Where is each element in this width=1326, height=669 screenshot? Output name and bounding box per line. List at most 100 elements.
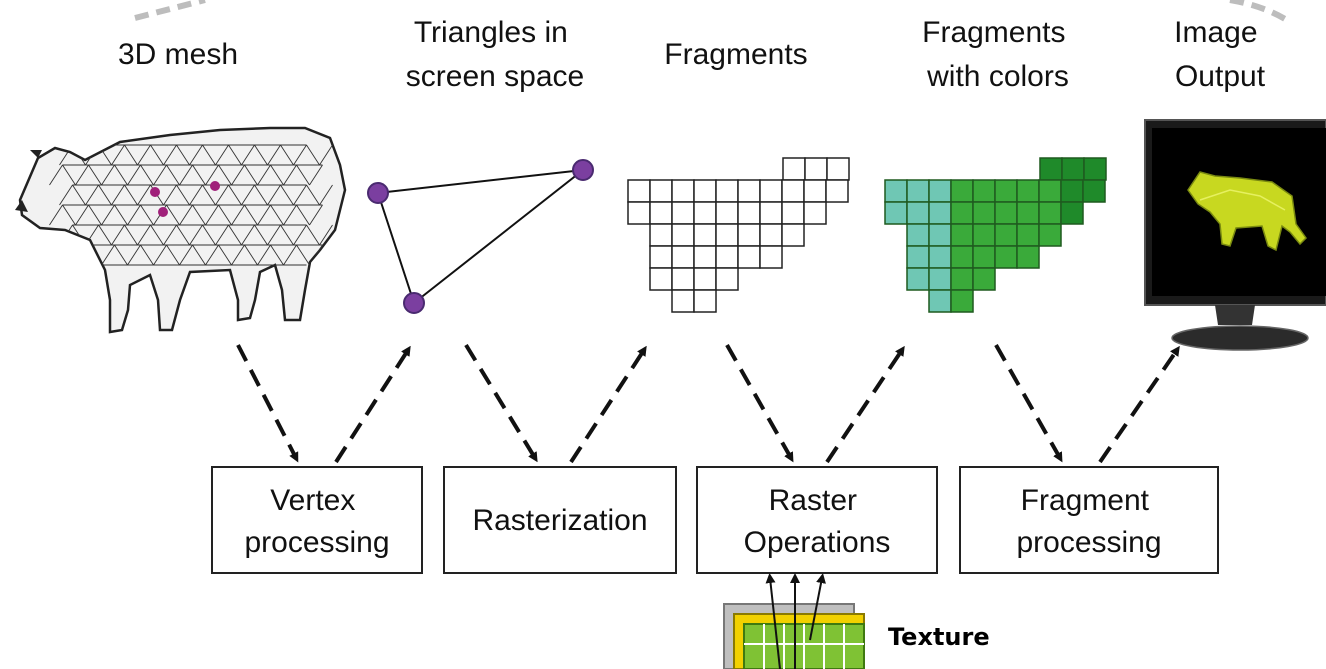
fragment-cell <box>737 245 761 269</box>
colored-fragment-cell <box>928 179 952 203</box>
colored-fragment-cell <box>928 267 952 291</box>
colored-fragment-cell <box>928 245 952 269</box>
colored-fragment-cell <box>1083 157 1107 181</box>
stage-label-triangles: Triangles in screen space <box>406 16 584 93</box>
colored-fragment-cell <box>906 201 930 225</box>
fragment-cell <box>737 201 761 225</box>
colored-fragment-cell <box>1039 157 1063 181</box>
fragment-cell <box>693 289 717 313</box>
fragment-cell <box>693 179 717 203</box>
colored-fragment-cell <box>950 201 974 225</box>
fragment-cell <box>781 179 805 203</box>
fragment-cell <box>759 245 783 269</box>
fragment-cell <box>649 179 673 203</box>
mesh-node <box>210 181 220 191</box>
texture-fetch-arrow <box>809 573 826 641</box>
process-label-rasterization: Rasterization <box>472 504 647 537</box>
colored-fragment-cell <box>928 289 952 313</box>
colored-fragment-cell <box>972 223 996 247</box>
fragment-cell <box>715 179 739 203</box>
process-box-rasterization: Rasterization <box>443 466 677 574</box>
fragment-cell <box>649 245 673 269</box>
fragment-cell <box>737 179 761 203</box>
texture-stack-icon <box>723 603 865 669</box>
colored-fragment-cell <box>1016 223 1040 247</box>
triangle-vertex <box>572 159 594 181</box>
colored-fragment-cell <box>972 201 996 225</box>
colored-fragment-cell <box>906 245 930 269</box>
colored-fragment-cell <box>884 179 908 203</box>
fragments-grid <box>627 157 850 313</box>
triangle-vertex <box>403 292 425 314</box>
colored-fragment-cell <box>950 179 974 203</box>
fragment-cell <box>826 157 850 181</box>
colored-fragment-cell <box>950 223 974 247</box>
stage-label-3d-mesh: 3D mesh <box>118 38 238 71</box>
triangle-vertex <box>367 182 389 204</box>
fragment-cell <box>715 223 739 247</box>
process-label-fragment: Fragment processing <box>1016 484 1161 559</box>
fragment-cell <box>803 201 827 225</box>
colored-fragment-cell <box>972 245 996 269</box>
fragment-cell <box>671 223 695 247</box>
fragment-cell <box>804 157 828 181</box>
arrow-rasterization-to-fragments <box>569 345 647 464</box>
colored-fragment-cell <box>1038 201 1062 225</box>
arrow-colored-fragments-to-fragment-processing <box>994 344 1063 463</box>
colored-fragment-cell <box>950 267 974 291</box>
colored-fragment-cell <box>1016 179 1040 203</box>
fragment-cell <box>825 179 849 203</box>
mesh-node <box>150 187 160 197</box>
corner-dash-decoration-right <box>1229 0 1292 25</box>
fragment-cell <box>649 223 673 247</box>
fragment-cell <box>671 245 695 269</box>
colored-fragment-cell <box>1016 201 1040 225</box>
fragment-cell <box>649 201 673 225</box>
fragment-cell <box>627 179 651 203</box>
process-label-vertex: Vertex processing <box>244 484 389 559</box>
arrow-fragment-processing-to-output <box>1098 345 1180 464</box>
colored-fragment-cell <box>950 289 974 313</box>
fragment-cell <box>715 245 739 269</box>
stage-label-fragments-with-colors: Fragments with colors <box>922 16 1074 93</box>
fragment-cell <box>627 201 651 225</box>
process-label-raster-operations: Raster Operations <box>744 484 891 559</box>
colored-fragment-cell <box>928 201 952 225</box>
fragment-cell <box>693 267 717 291</box>
stage-label-fragments: Fragments <box>664 38 807 71</box>
process-box-vertex: Vertex processing <box>211 466 423 574</box>
fragment-cell <box>803 179 827 203</box>
fragment-cell <box>759 223 783 247</box>
colored-fragment-cell <box>1082 179 1106 203</box>
colored-fragment-cell <box>1038 223 1062 247</box>
colored-fragment-cell <box>1038 179 1062 203</box>
fragment-cell <box>693 223 717 247</box>
monitor-stand <box>1171 325 1309 351</box>
colored-fragment-cell <box>972 179 996 203</box>
fragment-cell <box>671 201 695 225</box>
fragment-cell <box>737 223 761 247</box>
arrow-vertex-to-triangles <box>334 345 411 464</box>
colored-fragment-cell <box>906 223 930 247</box>
colored-fragment-cell <box>950 245 974 269</box>
colored-fragment-cell <box>1060 201 1084 225</box>
colored-fragments-grid <box>884 157 1107 313</box>
fragment-cell <box>671 179 695 203</box>
stage-label-image-output: Image Output <box>1174 16 1266 93</box>
fragment-cell <box>759 201 783 225</box>
colored-fragment-cell <box>906 179 930 203</box>
colored-fragment-cell <box>972 267 996 291</box>
process-box-raster-operations: Raster Operations <box>696 466 938 574</box>
mesh-node <box>158 207 168 217</box>
texture-fetch-arrow <box>765 573 781 669</box>
colored-fragment-cell <box>928 223 952 247</box>
fragment-cell <box>715 267 739 291</box>
fragment-cell <box>693 245 717 269</box>
texture-label: Texture <box>888 623 990 651</box>
colored-fragment-cell <box>994 179 1018 203</box>
colored-fragment-cell <box>994 201 1018 225</box>
rendered-cow <box>1187 171 1307 252</box>
monitor-neck <box>1215 305 1255 325</box>
fragment-cell <box>715 201 739 225</box>
colored-fragment-cell <box>884 201 908 225</box>
